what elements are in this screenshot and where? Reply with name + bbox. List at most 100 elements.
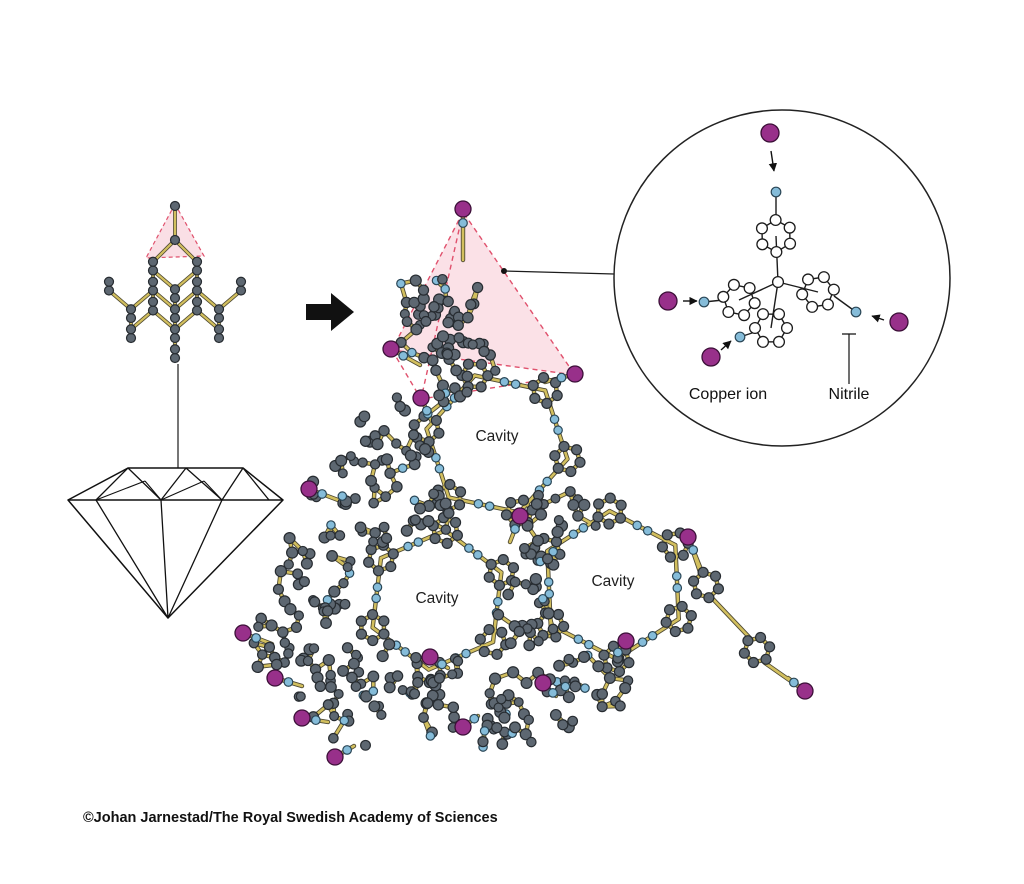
carbon-atom xyxy=(359,435,372,447)
carbon-atom xyxy=(360,739,371,751)
carbon-atom xyxy=(428,301,440,313)
carbon-atom xyxy=(549,708,562,721)
carbon-atom xyxy=(147,285,159,296)
carbon-atom xyxy=(380,532,393,544)
copper-ion-atom xyxy=(326,748,344,766)
credit-text: ©Johan Jarnestad/The Royal Swedish Acade… xyxy=(83,810,498,826)
carbon-atom xyxy=(391,438,402,449)
nitrile-atom xyxy=(788,677,799,688)
carbon-atom xyxy=(483,623,495,636)
nitrile-atom xyxy=(493,596,503,607)
carbon-atom xyxy=(550,536,563,548)
carbon-atom xyxy=(321,605,334,617)
nitrile-atom xyxy=(421,405,432,416)
arrow-icon xyxy=(306,293,354,331)
nitrile-atom xyxy=(553,425,563,436)
nitrile-atom xyxy=(461,648,471,659)
carbon-atom xyxy=(372,565,385,577)
copper-ion-atom xyxy=(454,200,472,218)
carbon-atom xyxy=(383,638,396,651)
carbon-atom xyxy=(441,348,454,360)
carbon-atom xyxy=(147,305,159,316)
carbon-atom xyxy=(549,450,561,462)
carbon-atom xyxy=(440,524,452,535)
carbon-atom xyxy=(169,312,181,324)
carbon-atom xyxy=(337,664,349,677)
copper-ion-atom xyxy=(293,709,311,727)
carbon-atom xyxy=(661,529,673,541)
carbon-atom xyxy=(328,585,341,598)
carbon-atom xyxy=(329,711,340,722)
carbon-atom xyxy=(293,610,305,621)
pointer-arrow-icon xyxy=(720,340,732,351)
carbon-atom xyxy=(462,311,474,324)
carbon-atom xyxy=(565,465,577,478)
carbon-atom xyxy=(623,657,635,669)
carbon-atom xyxy=(523,639,536,652)
nitrile-atom xyxy=(543,577,554,587)
carbon-atom xyxy=(498,711,511,724)
carbon-atom xyxy=(590,520,601,531)
carbon-atom xyxy=(326,550,338,562)
nitrile-atom xyxy=(484,501,495,511)
carbon-atom xyxy=(562,691,575,704)
carbon-atom xyxy=(541,397,553,410)
nitrile-atom xyxy=(632,520,642,531)
carbon-atom xyxy=(414,502,426,515)
carbon-atom xyxy=(520,676,533,689)
carbon-atom xyxy=(371,438,384,451)
carbon-atom xyxy=(410,323,423,336)
carbon-atom xyxy=(558,440,570,453)
carbon-atom xyxy=(433,427,445,439)
carbon-atom xyxy=(664,551,677,563)
carbon-atom xyxy=(213,324,225,335)
carbon-atom xyxy=(418,712,429,723)
carbon-atom xyxy=(337,468,348,479)
carbon-atom xyxy=(410,651,422,664)
carbon-atom xyxy=(430,414,442,427)
carbon-atom xyxy=(429,532,441,545)
nitrile-atom xyxy=(537,593,548,604)
carbon-atom xyxy=(755,222,769,235)
carbon-atom xyxy=(697,566,709,578)
carbon-atom xyxy=(687,575,700,587)
carbon-atom xyxy=(656,541,669,553)
cavity-label-top: Cavity xyxy=(475,428,518,445)
carbon-atom xyxy=(567,715,579,727)
carbon-atom xyxy=(747,656,760,669)
carbon-atom xyxy=(325,669,336,681)
nitrile-atom xyxy=(698,296,710,308)
carbon-atom xyxy=(367,634,379,647)
copper-ion-atom xyxy=(454,718,472,736)
carbon-atom xyxy=(432,699,445,711)
carbon-atom xyxy=(442,316,454,329)
carbon-atom xyxy=(380,453,394,466)
nitrile-atom xyxy=(437,659,447,670)
carbon-atom xyxy=(483,571,495,583)
carbon-atom xyxy=(500,509,513,521)
copper-ion-atom xyxy=(421,648,439,666)
carbon-atom xyxy=(461,386,473,398)
carbon-atom xyxy=(493,702,504,713)
carbon-atom xyxy=(475,381,487,393)
carbon-atom xyxy=(614,512,627,524)
carbon-atom xyxy=(461,370,474,383)
carbon-atom xyxy=(772,335,786,348)
carbon-atom xyxy=(764,641,776,653)
carbon-atom xyxy=(378,521,390,533)
carbon-atom xyxy=(506,666,520,679)
carbon-atom xyxy=(596,688,609,700)
nitrile-atom xyxy=(396,278,406,289)
nitrile-atom xyxy=(337,491,348,501)
carbon-atom xyxy=(125,324,137,335)
nitrile-atom xyxy=(548,546,558,557)
bond xyxy=(710,596,751,639)
carbon-atom xyxy=(502,588,515,601)
carbon-atom xyxy=(709,570,722,582)
nitrile-atom xyxy=(510,524,520,534)
nitrile-atom xyxy=(549,414,560,425)
nitrile-atom xyxy=(469,713,480,724)
carbon-atom xyxy=(496,738,509,750)
carbon-atom xyxy=(391,392,403,403)
